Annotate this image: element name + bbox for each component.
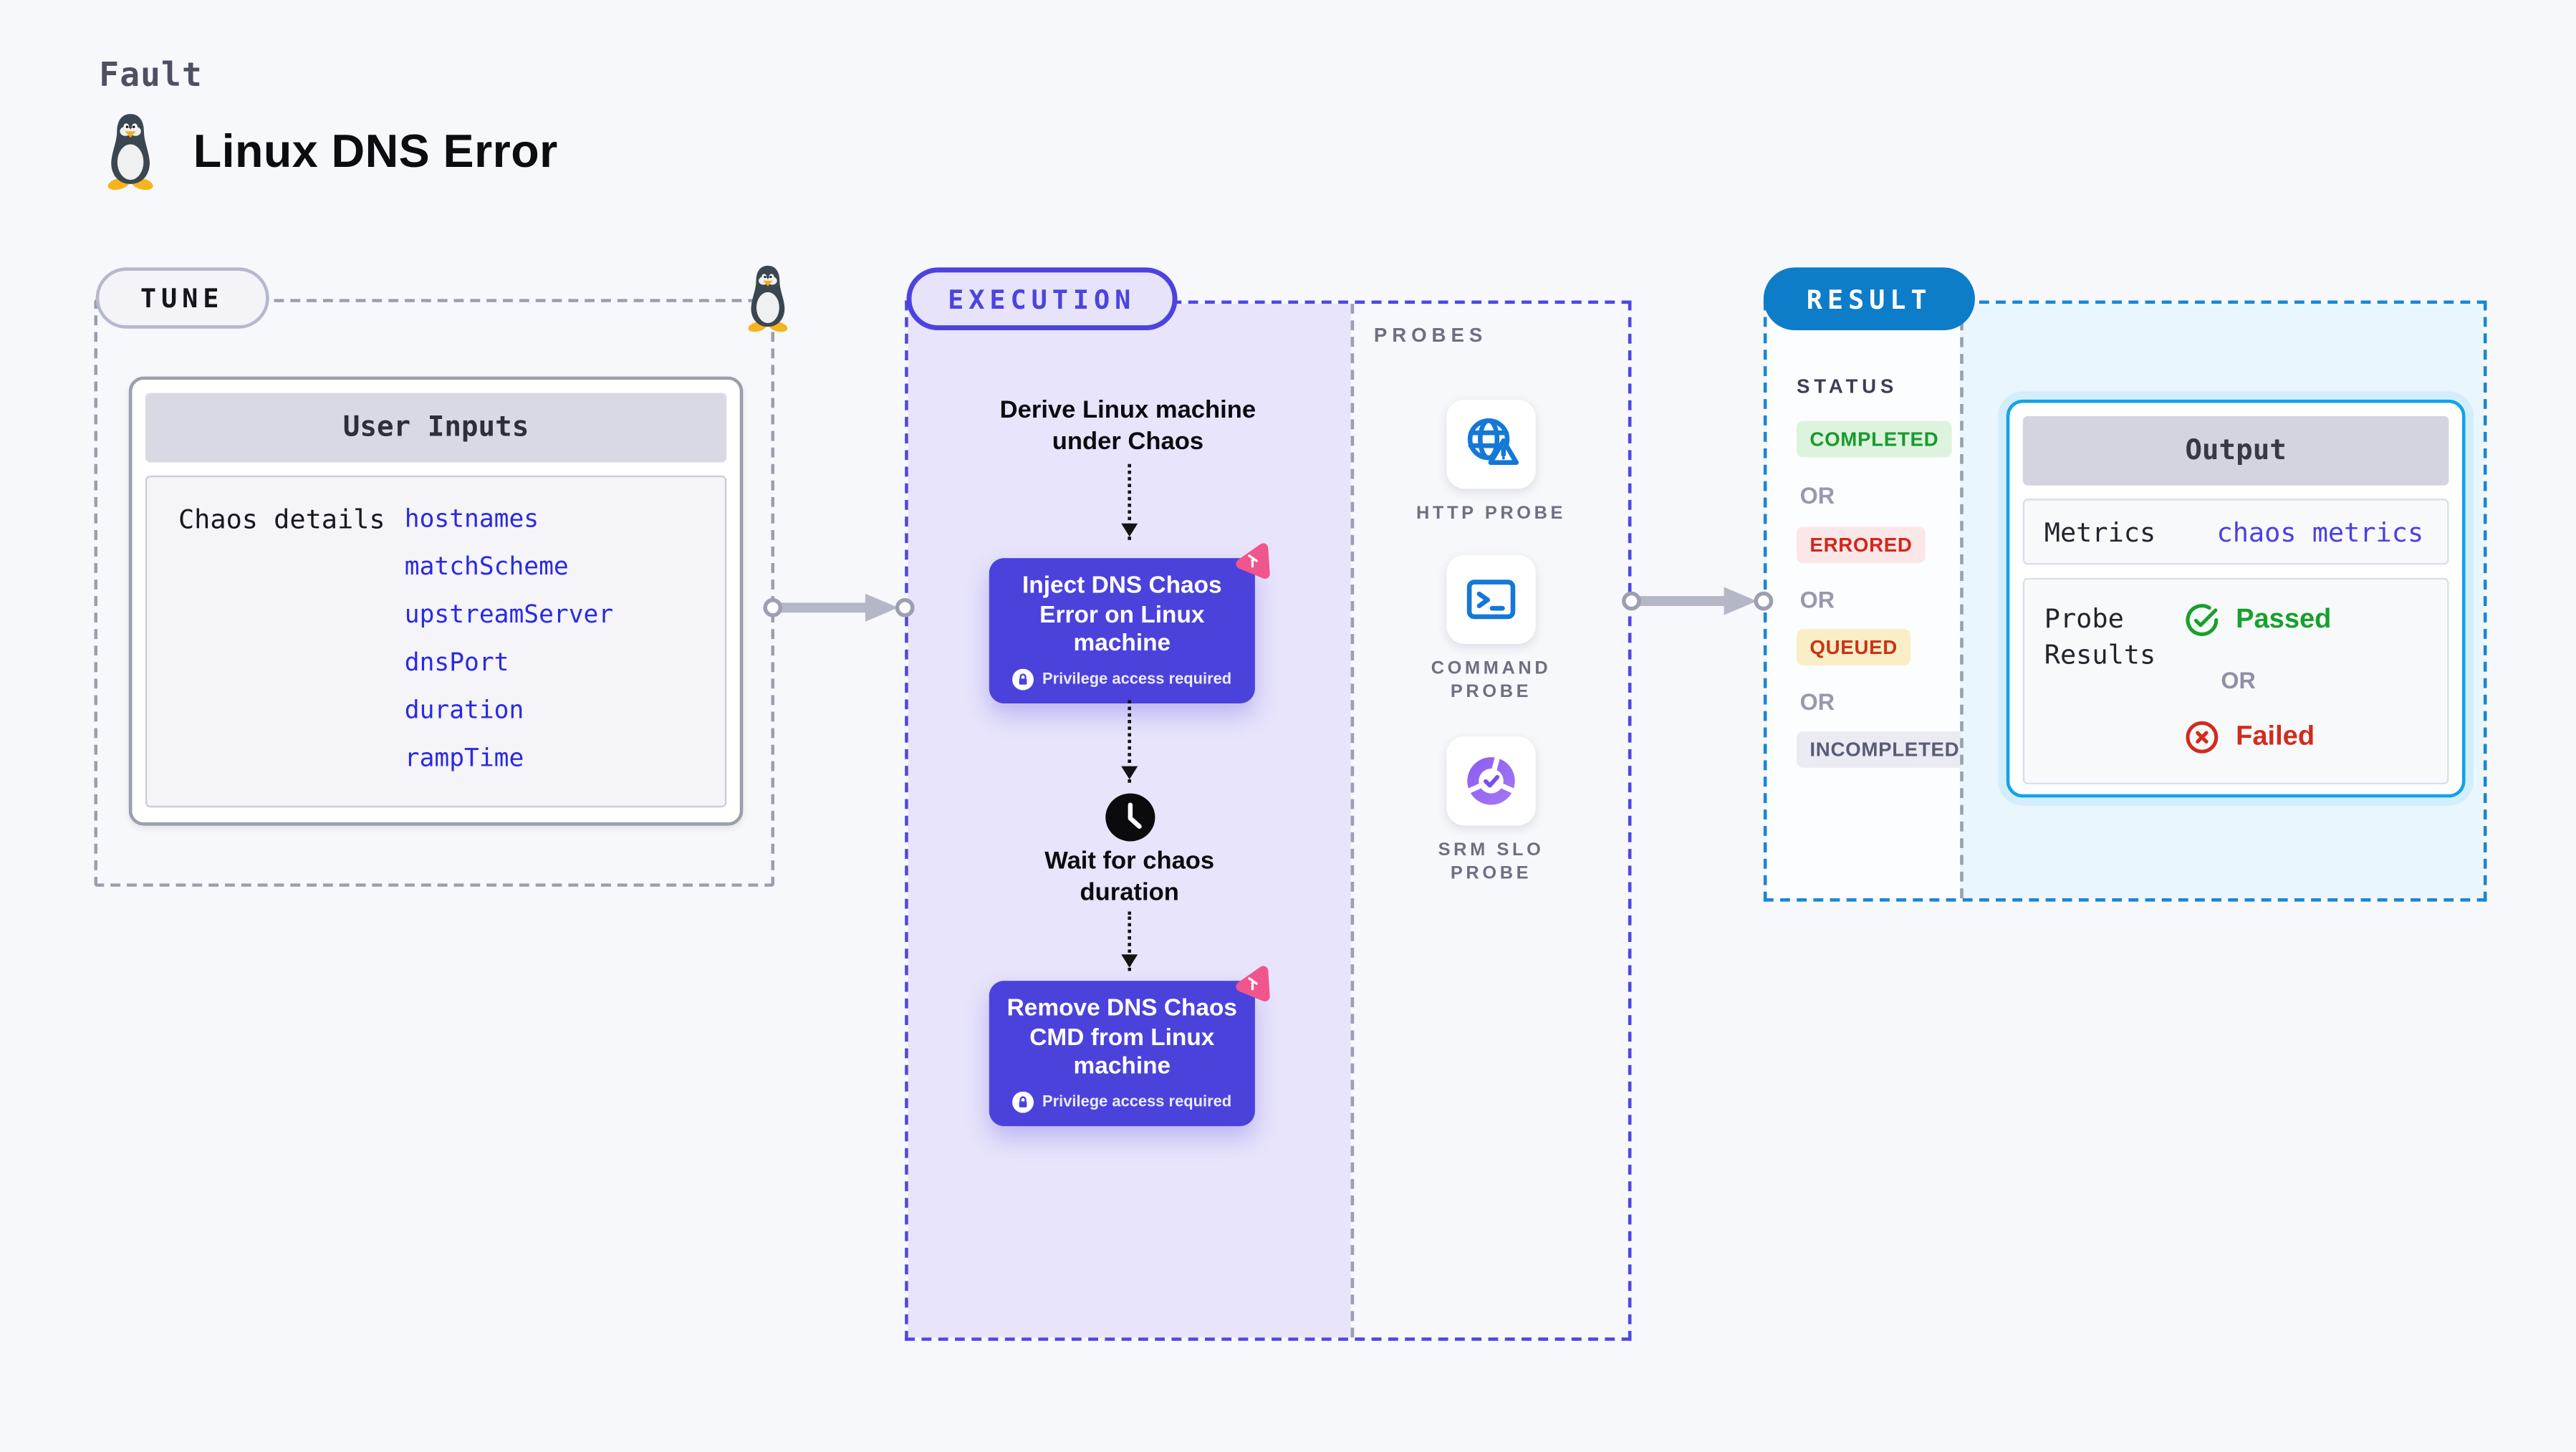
result-output-area: Output Metrics chaos metrics Probe Resul…	[1960, 304, 2484, 898]
probes-panel: PROBES HTTP PROBE COMMAND PROBE SRM SLO …	[1350, 304, 1628, 1338]
tune-to-execution-arrow	[763, 591, 915, 624]
chaos-params-list: hostnames matchScheme upstreamServer dns…	[405, 496, 613, 783]
metrics-label: Metrics	[2044, 516, 2156, 548]
param-upstreamserver: upstreamServer	[404, 599, 614, 630]
command-probe-label: COMMAND PROBE	[1431, 658, 1552, 702]
execution-section-label: EXECUTION	[906, 267, 1177, 331]
privilege-note-text: Privilege access required	[1042, 1092, 1232, 1111]
result-section-label: RESULT	[1763, 267, 1975, 331]
chaos-details-label: Chaos details	[178, 504, 385, 535]
probe-http: HTTP PROBE	[1354, 399, 1628, 525]
page-header: Linux DNS Error	[99, 112, 557, 190]
param-matchscheme: matchScheme	[404, 551, 569, 582]
remove-step-title: Remove DNS Chaos CMD from Linux machine	[1006, 995, 1238, 1080]
status-badge-completed: COMPLETED	[1796, 420, 1952, 458]
output-header: Output	[2022, 415, 2449, 486]
passed-text: Passed	[2236, 604, 2332, 635]
linux-tux-icon	[99, 112, 162, 190]
probe-passed-result: Passed	[2183, 601, 2331, 639]
litmus-chaos-icon	[1230, 963, 1273, 1006]
litmus-chaos-icon	[1230, 540, 1273, 583]
inject-step-title: Inject DNS Chaos Error on Linux machine	[1022, 572, 1222, 658]
execution-flow-panel: Derive Linux machine under Chaos Inject …	[908, 304, 1351, 1338]
param-dnsport: dnsPort	[404, 647, 509, 678]
privilege-note: Privilege access required	[1004, 1091, 1241, 1112]
execution-to-result-arrow	[1622, 585, 1774, 617]
probe-failed-result: Failed	[2183, 718, 2315, 756]
output-card: Output Metrics chaos metrics Probe Resul…	[2006, 399, 2466, 798]
or-separator: OR	[2221, 667, 2256, 694]
metrics-value: chaos metrics	[2216, 516, 2424, 548]
probes-panel-label: PROBES	[1373, 323, 1488, 347]
privilege-note: Privilege access required	[1004, 668, 1241, 689]
http-probe-card	[1446, 399, 1536, 489]
x-circle-icon	[2183, 718, 2221, 756]
command-probe-card	[1446, 554, 1536, 645]
status-label: STATUS	[1796, 375, 1898, 398]
probe-command: COMMAND PROBE	[1354, 554, 1628, 703]
tune-section-label: TUNE	[95, 267, 269, 329]
fault-kind-label: Fault	[99, 54, 203, 95]
param-hostnames: hostnames	[404, 504, 539, 534]
or-separator: OR	[1799, 482, 1835, 509]
srm-slo-probe-label: SRM SLO PROBE	[1438, 840, 1544, 884]
or-separator: OR	[1799, 586, 1835, 613]
status-badge-incompleted: INCOMPLETED	[1796, 731, 1973, 768]
result-section: STATUS COMPLETED OR ERRORED OR QUEUED OR…	[1763, 300, 2487, 902]
remove-dns-chaos-step[interactable]: Remove DNS Chaos CMD from Linux machine …	[989, 981, 1255, 1125]
status-badge-queued: QUEUED	[1796, 629, 1911, 665]
param-duration: duration	[404, 695, 524, 725]
check-circle-icon	[2183, 601, 2221, 639]
http-probe-label: HTTP PROBE	[1416, 504, 1567, 524]
metrics-row: Metrics chaos metrics	[2022, 499, 2449, 565]
flow-arrow-down-icon	[1121, 700, 1138, 783]
failed-text: Failed	[2236, 721, 2315, 751]
or-separator: OR	[1799, 688, 1835, 716]
user-inputs-header: User Inputs	[145, 393, 727, 463]
globe-alert-icon	[1461, 415, 1521, 474]
srm-slo-probe-card	[1446, 736, 1536, 826]
lock-icon	[1013, 1091, 1034, 1112]
tune-section	[94, 299, 775, 887]
probe-results-label: Probe Results	[2044, 602, 2156, 670]
privilege-note-text: Privilege access required	[1042, 669, 1232, 688]
probe-results-row: Probe Results Passed OR Failed	[2022, 577, 2449, 784]
page-title: Linux DNS Error	[193, 125, 558, 176]
flow-arrow-down-icon	[1121, 463, 1138, 540]
slo-pie-icon	[1461, 751, 1521, 811]
inject-dns-chaos-step[interactable]: Inject DNS Chaos Error on Linux machine …	[989, 558, 1255, 703]
wait-step-label: Wait for chaos duration	[1044, 847, 1215, 907]
probe-srm-slo: SRM SLO PROBE	[1354, 736, 1628, 885]
lock-icon	[1013, 668, 1034, 689]
flow-arrow-down-icon	[1121, 911, 1138, 971]
user-inputs-card: User Inputs Chaos details hostnames matc…	[128, 376, 744, 826]
param-ramptime: rampTime	[404, 743, 524, 773]
status-badge-errored: ERRORED	[1796, 527, 1926, 564]
user-inputs-body: Chaos details hostnames matchScheme upst…	[145, 475, 727, 808]
linux-tux-small-icon	[740, 264, 796, 332]
derive-step-label: Derive Linux machine under Chaos	[999, 396, 1256, 456]
execution-section: Derive Linux machine under Chaos Inject …	[905, 300, 1632, 1341]
status-column: STATUS COMPLETED OR ERRORED OR QUEUED OR…	[1767, 304, 1973, 898]
wait-clock-icon	[1105, 792, 1155, 842]
terminal-icon	[1461, 569, 1521, 629]
